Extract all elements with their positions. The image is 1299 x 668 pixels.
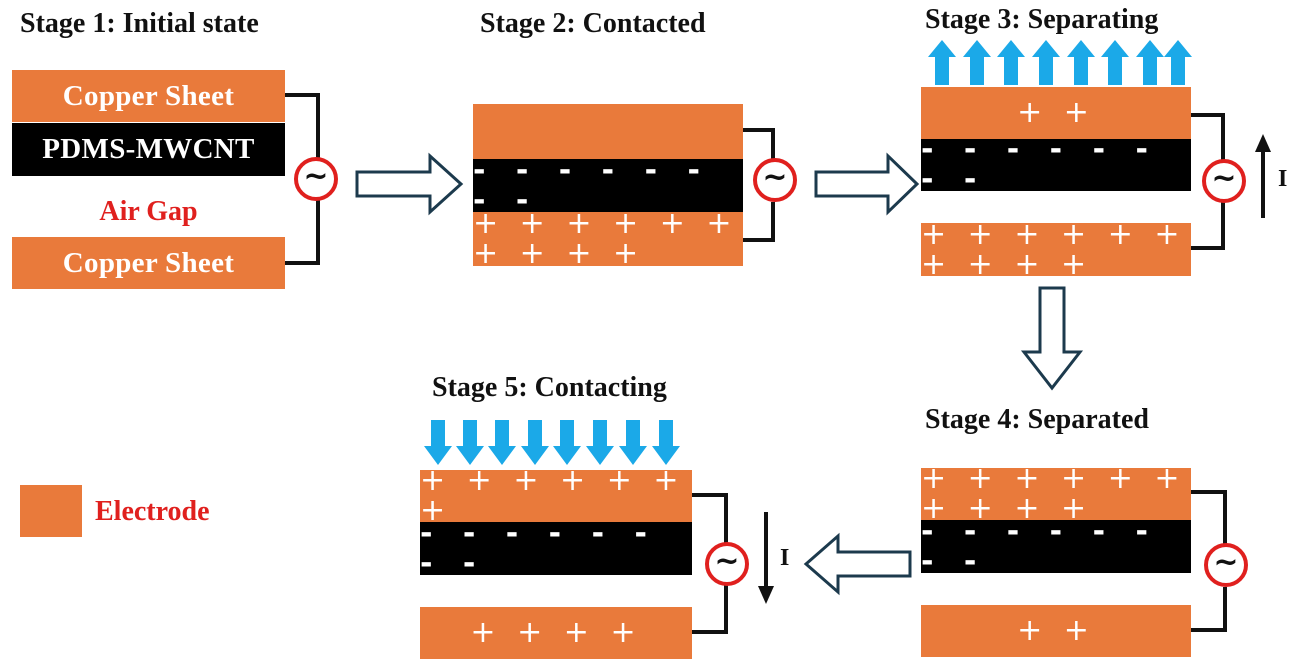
force-arrow-up-icon <box>963 40 991 85</box>
force-arrow-up-icon <box>1067 40 1095 85</box>
tilde-icon: ~ <box>1213 545 1239 580</box>
stage3-ac-source-icon: ~ <box>1202 159 1246 203</box>
stage4-wire-bottom <box>1191 587 1227 632</box>
stage5-current-label: I <box>780 545 790 571</box>
stage5-ac-source-icon: ~ <box>705 542 749 586</box>
stage4-ac-source-icon: ~ <box>1204 543 1248 587</box>
stage4-top-charges: + + + + + + + + + + <box>921 461 1186 526</box>
force-arrow-down-icon <box>553 420 581 465</box>
stage3-current-label: I <box>1278 166 1288 192</box>
stage3-top-charges: + + <box>1017 95 1095 130</box>
tilde-icon: ~ <box>1211 161 1237 196</box>
flow-arrow-4-to-5 <box>803 532 912 596</box>
stage1-bottom-sheet-label: Copper Sheet <box>62 246 235 279</box>
stage4-bottom-electrode: + + <box>921 605 1191 657</box>
stage3-dielectric-layer: - - - - - - - - <box>921 135 1191 195</box>
stage4-dielectric-layer: - - - - - - - - <box>921 516 1191 576</box>
force-arrow-up-icon <box>928 40 956 85</box>
stage5-bottom-electrode: + + + + <box>420 607 692 659</box>
force-arrow-up-icon <box>1164 40 1192 85</box>
force-arrow-down-icon <box>521 420 549 465</box>
stage1-bottom-copper-sheet: Copper Sheet <box>12 237 285 289</box>
force-arrow-up-icon <box>997 40 1025 85</box>
force-arrow-down-icon <box>652 420 680 465</box>
stage1-title: Stage 1: Initial state <box>20 8 259 39</box>
stage3-title: Stage 3: Separating <box>925 4 1159 35</box>
stage3-top-electrode: + + <box>921 87 1191 139</box>
stage5-wire-top <box>692 493 728 543</box>
force-arrow-down-icon <box>456 420 484 465</box>
stage1-wire-top <box>285 93 320 162</box>
stage5-title: Stage 5: Contacting <box>432 372 667 403</box>
stage1-top-copper-sheet: Copper Sheet <box>12 70 285 122</box>
stage4-top-electrode: + + + + + + + + + + <box>921 464 1191 524</box>
stage4-bottom-charges: + + <box>1017 613 1095 648</box>
flow-arrow-3-to-4 <box>1020 286 1084 391</box>
stage1-dielectric-label: PDMS-MWCNT <box>42 133 255 165</box>
stage2-title: Stage 2: Contacted <box>480 8 706 39</box>
stage3-dielectric-charges: - - - - - - - - <box>921 132 1158 197</box>
stage4-dielectric-charges: - - - - - - - - <box>921 513 1158 579</box>
stage4-title: Stage 4: Separated <box>925 404 1149 435</box>
stage4-wire-top <box>1191 490 1227 545</box>
stage2-top-electrode <box>473 104 743 159</box>
force-arrow-down-icon <box>586 420 614 465</box>
stage1-wire-bottom <box>285 200 320 265</box>
stage5-force-arrows <box>424 420 680 465</box>
stage3-force-arrows <box>928 40 1192 85</box>
stage2-dielectric-layer: - - - - - - - - <box>473 155 743 215</box>
stage5-dielectric-charges: - - - - - - - - <box>420 515 657 581</box>
legend-electrode-label: Electrode <box>95 496 210 527</box>
stage1-dielectric-layer: PDMS-MWCNT <box>12 123 285 176</box>
stage2-bottom-charges: + + + + + + + + + + <box>473 206 738 271</box>
stage3-wire-top <box>1191 113 1225 160</box>
stage2-wire-top <box>743 128 775 162</box>
stage2-ac-source-icon: ~ <box>753 158 797 202</box>
stage5-top-electrode: + + + + + + + <box>420 466 692 526</box>
stage3-current-arrow <box>1255 134 1271 218</box>
flow-arrow-2-to-3 <box>814 152 920 216</box>
stage1-top-sheet-label: Copper Sheet <box>62 79 235 112</box>
flow-arrow-1-to-2 <box>355 152 464 216</box>
force-arrow-down-icon <box>424 420 452 465</box>
tilde-icon: ~ <box>303 159 329 194</box>
stage5-wire-bottom <box>692 585 728 634</box>
stage5-bottom-charges: + + + + <box>470 615 642 650</box>
stage5-current-arrow <box>758 512 774 604</box>
stage2-dielectric-charges: - - - - - - - - <box>473 152 710 218</box>
force-arrow-down-icon <box>488 420 516 465</box>
stage2-bottom-electrode: + + + + + + + + + + <box>473 206 743 271</box>
stage3-bottom-charges: + + + + + + + + + + <box>921 216 1186 282</box>
stage1-ac-source-icon: ~ <box>294 157 338 201</box>
stage5-dielectric-layer: - - - - - - - - <box>420 518 692 578</box>
stage5-top-charges: + + + + + + + <box>420 463 685 528</box>
tilde-icon: ~ <box>762 160 788 195</box>
stage1-air-gap-label: Air Gap <box>99 196 198 227</box>
stage3-bottom-electrode: + + + + + + + + + + <box>921 219 1191 279</box>
force-arrow-down-icon <box>619 420 647 465</box>
stage2-wire-bottom <box>743 202 775 242</box>
force-arrow-up-icon <box>1101 40 1129 85</box>
tilde-icon: ~ <box>714 544 740 579</box>
legend-electrode-swatch <box>20 485 82 537</box>
force-arrow-up-icon <box>1136 40 1164 85</box>
force-arrow-up-icon <box>1032 40 1060 85</box>
stage3-wire-bottom <box>1191 202 1225 250</box>
